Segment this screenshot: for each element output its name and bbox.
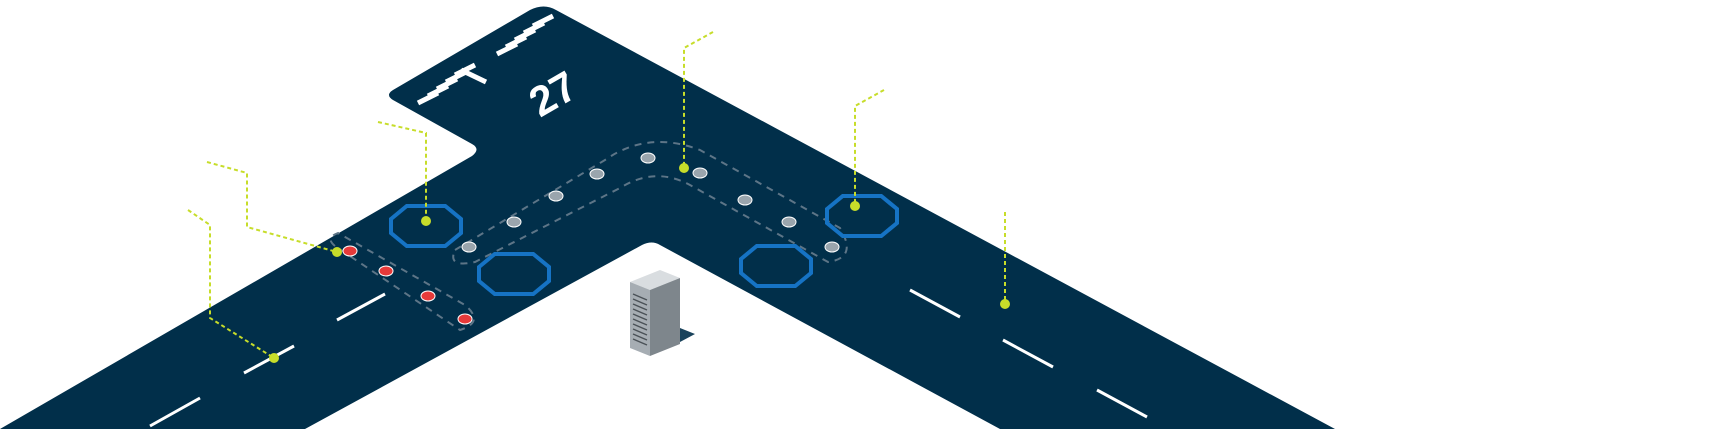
red-light [378,265,394,277]
white-light [640,152,656,164]
sensor-rings [389,194,899,296]
callouts [187,31,1010,363]
white-light [548,190,564,202]
route-outlines [329,141,848,332]
callout-dot [850,201,860,211]
white-light [506,216,522,228]
white-light [692,167,708,179]
callout-dot [1000,299,1010,309]
server-rack-icon [630,270,695,356]
callout-dot [679,163,689,173]
white-light [781,216,797,228]
callout-dot [269,353,279,363]
callout-leader-line [187,209,275,359]
white-light [737,194,753,206]
white-light [589,168,605,180]
callout-dot [421,216,431,226]
threshold-markings [416,13,555,106]
octagon-sensor-ring-icon [477,252,551,296]
octagon-sensor-ring-icon [825,194,899,238]
centerline-dashes [149,288,1148,428]
pavement [0,6,1335,429]
red-light [420,290,436,302]
lights [342,152,840,325]
callout-leader-line [377,121,427,221]
red-light [342,245,358,257]
red-light [457,313,473,325]
taxiway-left-and-top-pavement [0,6,1335,429]
octagon-sensor-ring-icon [389,204,463,248]
white-light [461,241,477,253]
callout-leader-line [206,161,338,253]
octagon-sensor-ring-icon [739,244,813,288]
callout-leader-line [854,89,885,206]
white-light [824,241,840,253]
callout-dot [332,247,342,257]
callout-leader-line [683,31,714,168]
